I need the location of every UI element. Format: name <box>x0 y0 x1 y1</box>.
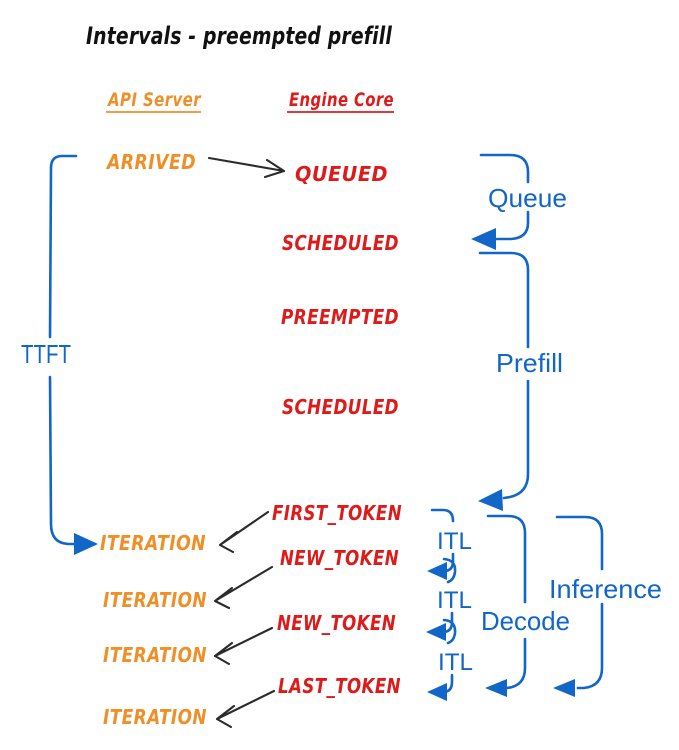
itl3-label: ITL <box>438 649 473 676</box>
prefill-arrow-head-left-icon <box>478 489 503 511</box>
arrow-arrived-to-queued <box>207 156 286 179</box>
api-server-header: API Server <box>106 89 201 111</box>
prefill-bracket-top-line <box>478 251 530 349</box>
event-new-token-2: NEW_TOKEN <box>277 611 396 635</box>
queue-bracket: Queue <box>471 153 567 250</box>
arrow-first-token-to-iteration <box>218 510 270 554</box>
itl-bracket-2: ITL <box>426 557 472 641</box>
itl2-top-hook <box>442 557 457 584</box>
column-headers: API Server Engine Core <box>106 89 394 113</box>
decode-label: Decode <box>481 606 570 636</box>
transition-arrows <box>207 156 286 729</box>
inference-bracket: Inference <box>549 515 662 697</box>
queue-bracket-top-line <box>479 153 530 184</box>
itl1-top-hook <box>430 508 455 523</box>
ttft-label: TTFT <box>21 339 71 369</box>
event-iteration-4: ITERATION <box>103 705 207 729</box>
event-arrived: ARRIVED <box>105 150 196 174</box>
decode-arrow-head-left-icon <box>485 679 507 697</box>
queue-bracket-bottom-line <box>495 210 530 241</box>
itl-bracket-1: ITL <box>427 508 472 580</box>
arrow-new-token1-to-iteration <box>213 565 274 610</box>
prefill-label: Prefill <box>496 348 563 378</box>
inference-label: Inference <box>549 574 662 604</box>
ttft-arrow-head-right-icon <box>74 533 98 555</box>
ttft-bracket-bottom-line <box>48 375 78 546</box>
inference-bracket-bottom-line <box>576 602 604 690</box>
itl3-arrow-head-left-icon <box>427 683 447 701</box>
itl2-arrow-head-left-icon <box>426 623 446 641</box>
prefill-bracket-bottom-line <box>502 379 530 500</box>
itl-bracket-3: ITL <box>427 618 473 701</box>
queue-label: Queue <box>488 183 567 213</box>
event-scheduled-1: SCHEDULED <box>282 231 399 255</box>
itl1-label: ITL <box>437 528 472 555</box>
inference-bracket-top-line <box>555 515 604 571</box>
api-events: ARRIVED ITERATION ITERATION ITERATION IT… <box>100 150 207 729</box>
itl3-top-hook <box>442 618 457 645</box>
queue-arrow-head-left-icon <box>471 228 496 250</box>
inference-arrow-head-left-icon <box>553 679 575 697</box>
engine-events: QUEUED SCHEDULED PREEMPTED SCHEDULED FIR… <box>272 162 402 698</box>
ttft-bracket-top-line <box>48 154 78 339</box>
event-iteration-2: ITERATION <box>103 588 207 612</box>
decode-bracket: Decode <box>481 514 570 697</box>
decode-bracket-top-line <box>486 514 527 604</box>
decode-bracket-bottom-line <box>503 637 527 690</box>
event-preempted: PREEMPTED <box>281 305 399 329</box>
event-last-token: LAST_TOKEN <box>278 674 401 698</box>
event-new-token-1: NEW_TOKEN <box>280 546 399 570</box>
event-iteration-3: ITERATION <box>103 643 207 667</box>
ttft-bracket: TTFT <box>21 154 98 555</box>
event-scheduled-2: SCHEDULED <box>282 395 399 419</box>
itl1-arrow-head-left-icon <box>427 562 447 580</box>
arrow-new-token2-to-iteration <box>213 626 274 666</box>
engine-core-header: Engine Core <box>289 89 394 111</box>
itl2-label: ITL <box>437 587 472 614</box>
prefill-bracket: Prefill <box>478 251 563 511</box>
event-queued: QUEUED <box>295 162 388 186</box>
diagram-title: Intervals - preempted prefill <box>86 22 392 50</box>
event-first-token: FIRST_TOKEN <box>272 501 402 525</box>
arrow-last-token-to-iteration <box>215 689 276 729</box>
event-iteration-1: ITERATION <box>100 531 206 555</box>
